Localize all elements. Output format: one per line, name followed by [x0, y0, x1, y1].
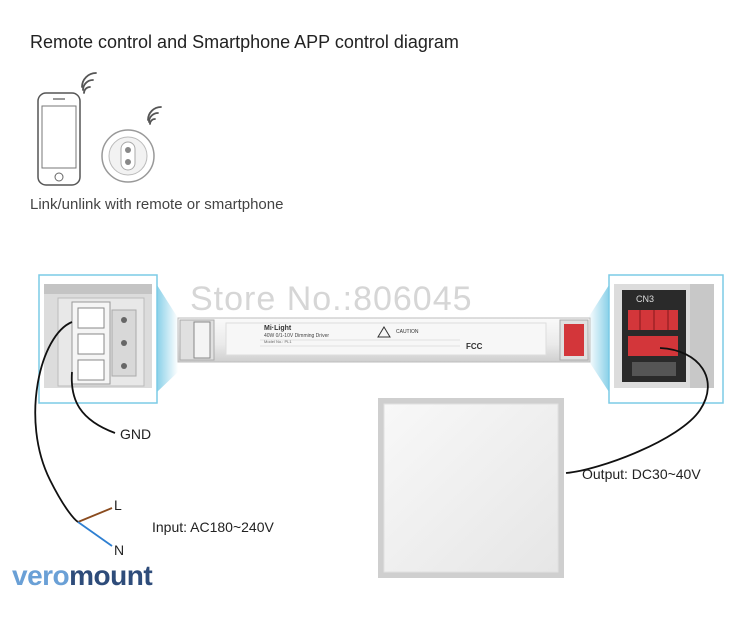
right-highlight-beam — [588, 285, 609, 392]
wire-brown-l — [77, 507, 113, 523]
connector-label: CN3 — [636, 294, 654, 304]
store-watermark: Store No.:806045 — [190, 280, 473, 318]
driver-model-number: Model No.: PL1 — [264, 339, 292, 344]
wiring — [34, 321, 709, 547]
fcc-mark: FCC — [466, 342, 483, 351]
output-voltage-label: Output: DC30~40V — [582, 466, 701, 482]
logo-part-vero: vero — [12, 560, 70, 591]
left-highlight-beam — [157, 285, 178, 392]
link-instruction: Link/unlink with remote or smartphone — [30, 196, 284, 213]
veromount-logo: veromount — [12, 560, 153, 592]
led-panel — [378, 398, 564, 578]
remote-control-icon — [101, 129, 155, 183]
driver-model-line: 40W 0/1-10V Dimming Driver — [264, 333, 329, 339]
wire-blue-n — [77, 521, 113, 547]
diagram-title: Remote control and Smartphone APP contro… — [30, 32, 459, 52]
input-terminal-closeup — [38, 274, 158, 404]
wire-ground — [70, 371, 116, 434]
input-voltage-label: Input: AC180~240V — [152, 519, 274, 535]
logo-part-mount: mount — [69, 560, 153, 591]
led-driver — [177, 317, 591, 363]
neutral-wire-label: N — [114, 542, 125, 558]
gnd-label: GND — [120, 426, 152, 442]
remote-wifi-icon — [147, 106, 162, 125]
output-terminal-closeup — [608, 274, 724, 404]
driver-brand: Mi·Light — [264, 325, 292, 332]
smartphone-icon — [37, 92, 81, 186]
wire-output — [565, 347, 709, 474]
smartphone-wifi-icon — [81, 72, 97, 94]
live-wire-label: L — [114, 497, 122, 513]
wire-black-line — [34, 321, 79, 523]
driver-caution: CAUTION — [396, 329, 419, 335]
